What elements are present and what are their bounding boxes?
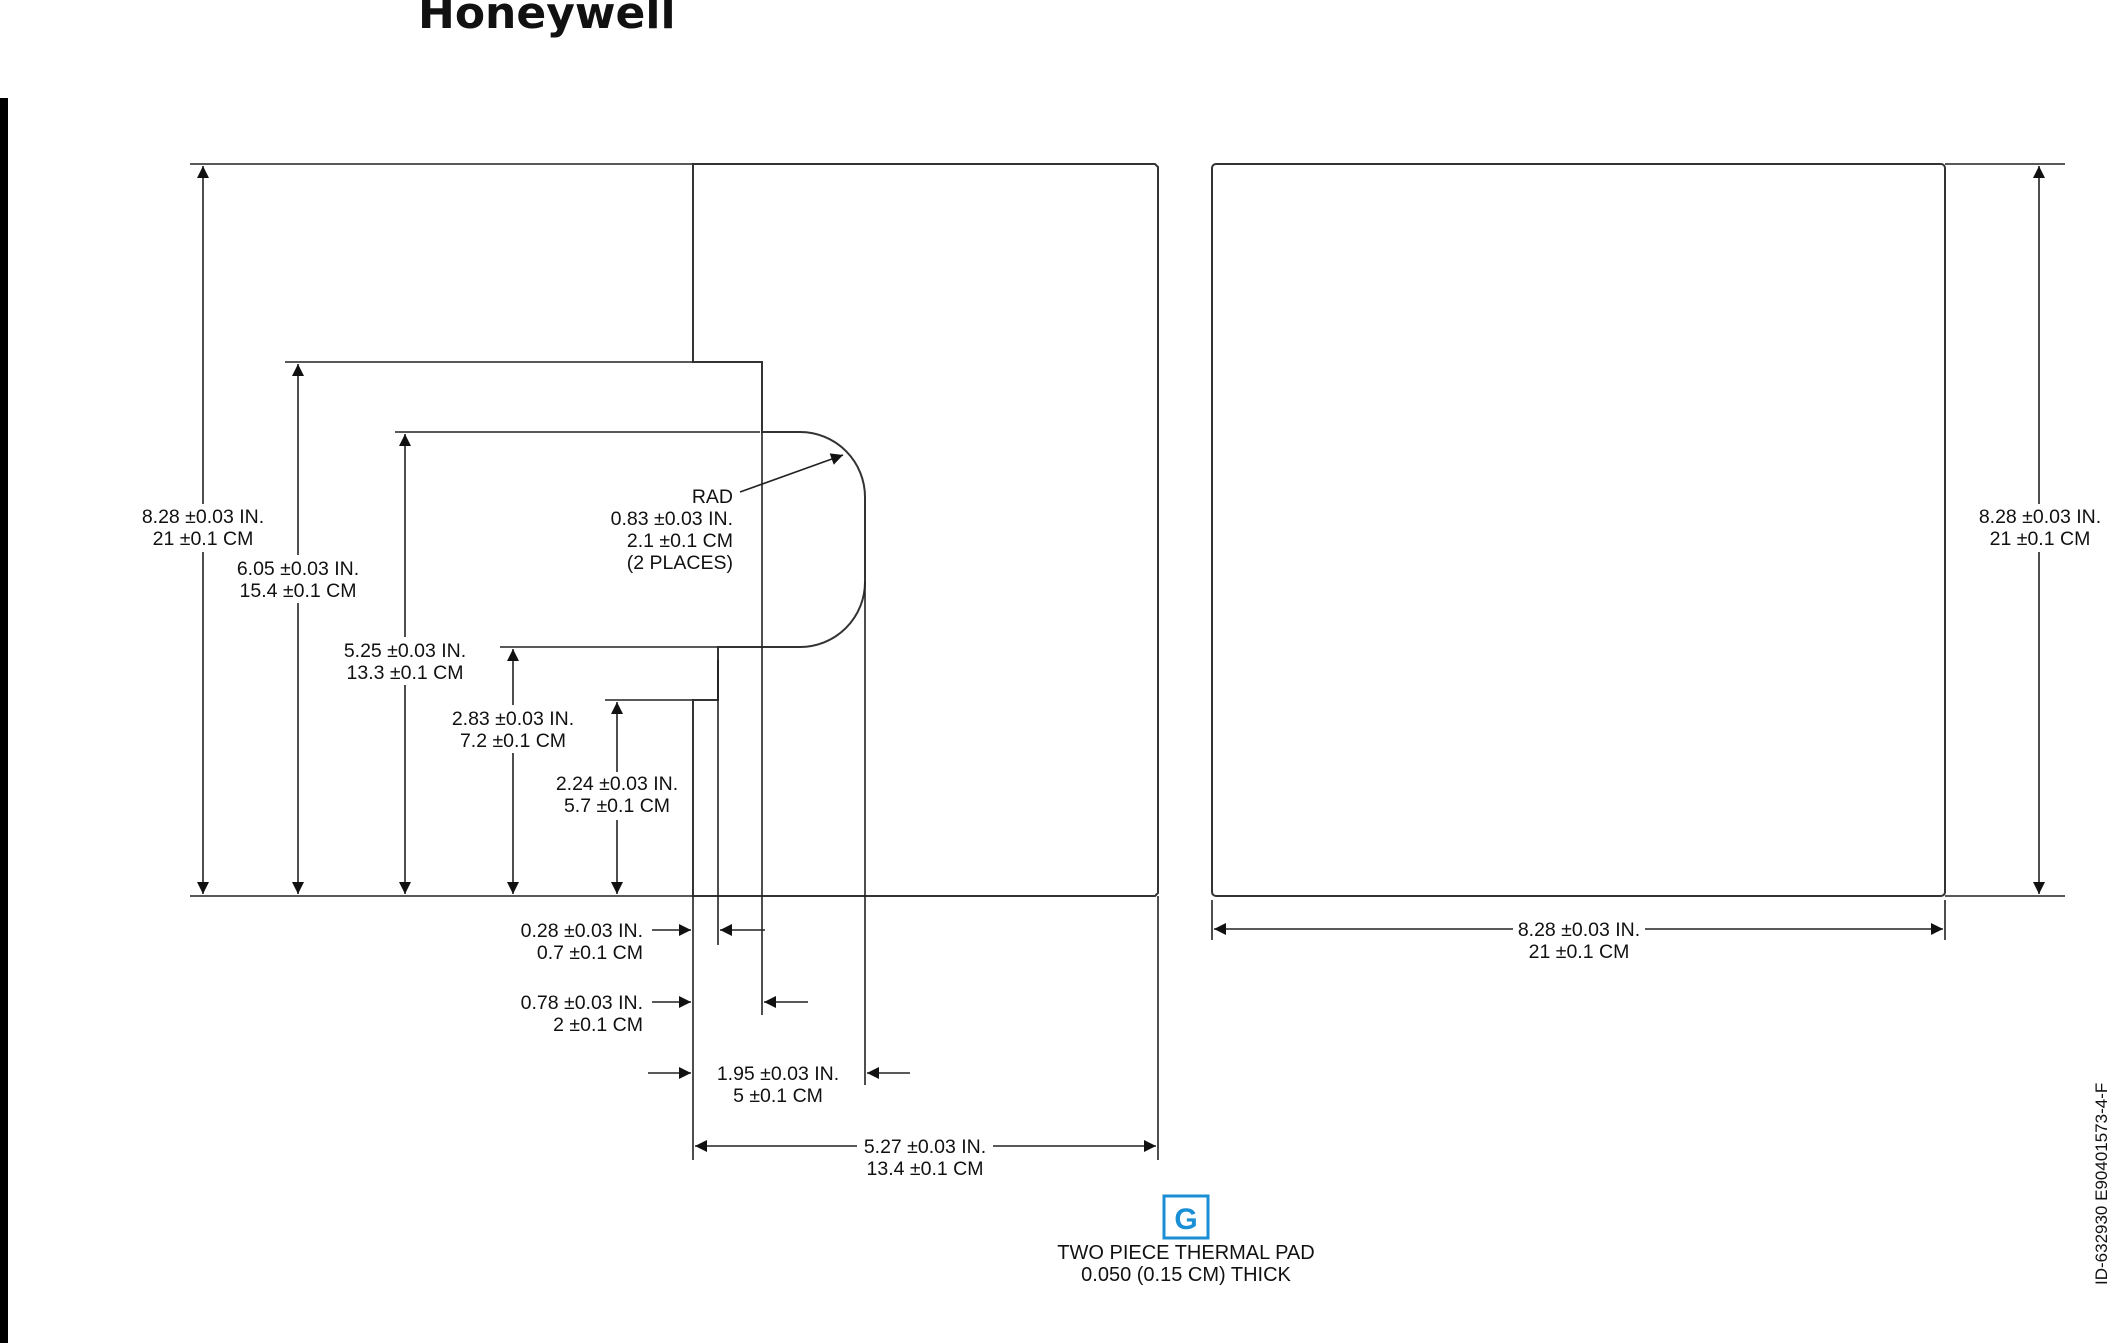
extension-lines-left xyxy=(190,163,1159,1160)
dim-right-height-cm: 21 ±0.1 CM xyxy=(1990,528,2091,550)
dim-right-height-in: 8.28 ±0.03 IN. xyxy=(1979,506,2101,528)
dim-overall-width-cm: 13.4 ±0.1 CM xyxy=(867,1158,984,1180)
dim-notch-offset-cm: 0.7 ±0.1 CM xyxy=(537,942,643,964)
dim-step-height-cm: 15.4 ±0.1 CM xyxy=(240,580,357,602)
dim-overall-height-in: 8.28 ±0.03 IN. xyxy=(142,506,264,528)
dim-tab-extent-in: 1.95 ±0.03 IN. xyxy=(717,1063,839,1085)
dim-notch-height-in: 2.24 ±0.03 IN. xyxy=(556,773,678,795)
dim-step-offset-in: 0.78 ±0.03 IN. xyxy=(521,992,643,1014)
dim-radius-cm: 2.1 ±0.1 CM xyxy=(627,530,733,552)
dim-radius-label: RAD xyxy=(692,486,733,508)
dim-overall-height-cm: 21 ±0.1 CM xyxy=(153,528,254,550)
callout-badge-letter: G xyxy=(1174,1203,1197,1236)
honeywell-logo: Honeywell xyxy=(418,0,676,39)
dim-step-offset-cm: 2 ±0.1 CM xyxy=(553,1014,643,1036)
dim-overall-width-in: 5.27 ±0.03 IN. xyxy=(864,1136,986,1158)
dim-notch-height-cm: 5.7 ±0.1 CM xyxy=(564,795,670,817)
dim-tab-extent-cm: 5 ±0.1 CM xyxy=(733,1085,823,1107)
dim-tab-bottom-height-cm: 7.2 ±0.1 CM xyxy=(460,730,566,752)
sheet-margin-bar xyxy=(0,98,8,1343)
drawing-id: ID-632930 E90401573-4-F xyxy=(2092,1083,2111,1285)
callout-line-2: 0.050 (0.15 CM) THICK xyxy=(1081,1264,1291,1286)
dim-tab-top-height-cm: 13.3 ±0.1 CM xyxy=(347,662,464,684)
dim-right-width-in: 8.28 ±0.03 IN. xyxy=(1518,919,1640,941)
dim-radius-in: 0.83 ±0.03 IN. xyxy=(611,508,733,530)
callout-line-1: TWO PIECE THERMAL PAD xyxy=(1057,1242,1314,1264)
dim-notch-offset-in: 0.28 ±0.03 IN. xyxy=(521,920,643,942)
right-pad-outline xyxy=(1211,163,1946,897)
dim-right-width-cm: 21 ±0.1 CM xyxy=(1529,941,1630,963)
dim-tab-top-height-in: 5.25 ±0.03 IN. xyxy=(344,640,466,662)
dim-tab-bottom-height-in: 2.83 ±0.03 IN. xyxy=(452,708,574,730)
radius-leader xyxy=(739,453,844,493)
dim-step-height-in: 6.05 ±0.03 IN. xyxy=(237,558,359,580)
dim-radius-note: (2 PLACES) xyxy=(627,552,733,574)
extension-lines-right xyxy=(1211,163,2065,940)
callout-badge xyxy=(1162,1194,1210,1240)
